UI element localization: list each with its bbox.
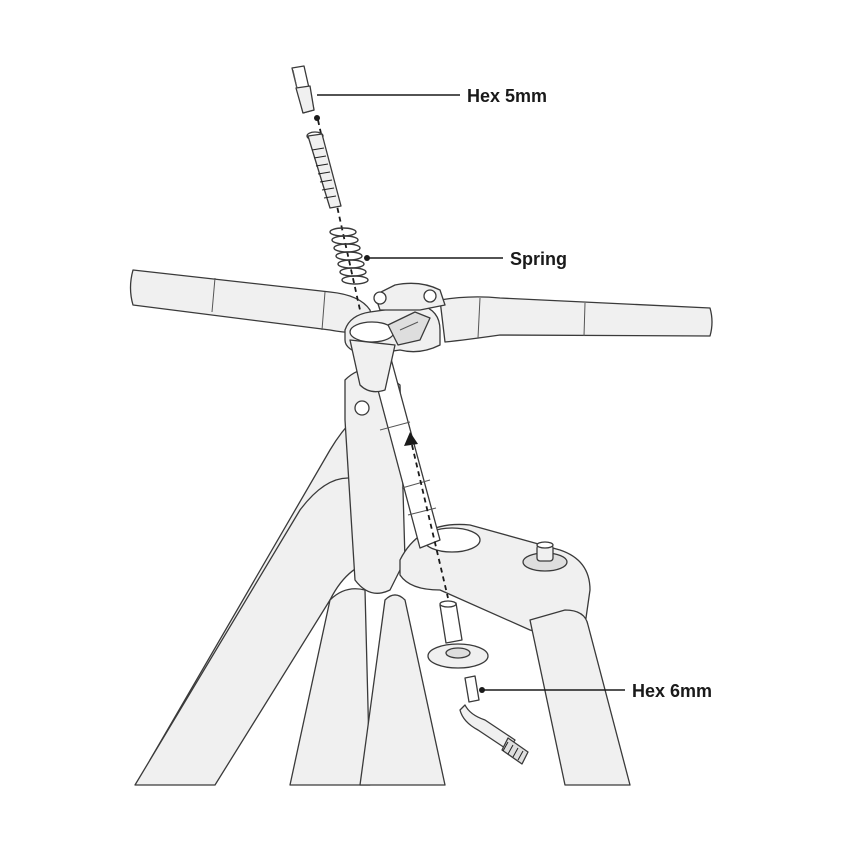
hex-6mm-label: Hex 6mm xyxy=(632,681,712,701)
bottom-plug xyxy=(427,600,489,669)
hex-5mm-dot xyxy=(314,115,320,121)
fork-top-cap xyxy=(522,541,568,572)
assembly-axis-upper xyxy=(317,119,361,311)
hex-5mm-key xyxy=(291,65,315,114)
long-bolt xyxy=(306,131,342,209)
insert-arrow xyxy=(404,432,418,446)
hex-5mm-label: Hex 5mm xyxy=(467,86,547,106)
spring xyxy=(329,227,369,285)
hex-6mm-key xyxy=(459,675,529,765)
assembly-axis-lower xyxy=(411,444,449,599)
spring-label: Spring xyxy=(510,249,567,269)
bike-frame xyxy=(134,354,631,786)
stem xyxy=(344,282,446,416)
